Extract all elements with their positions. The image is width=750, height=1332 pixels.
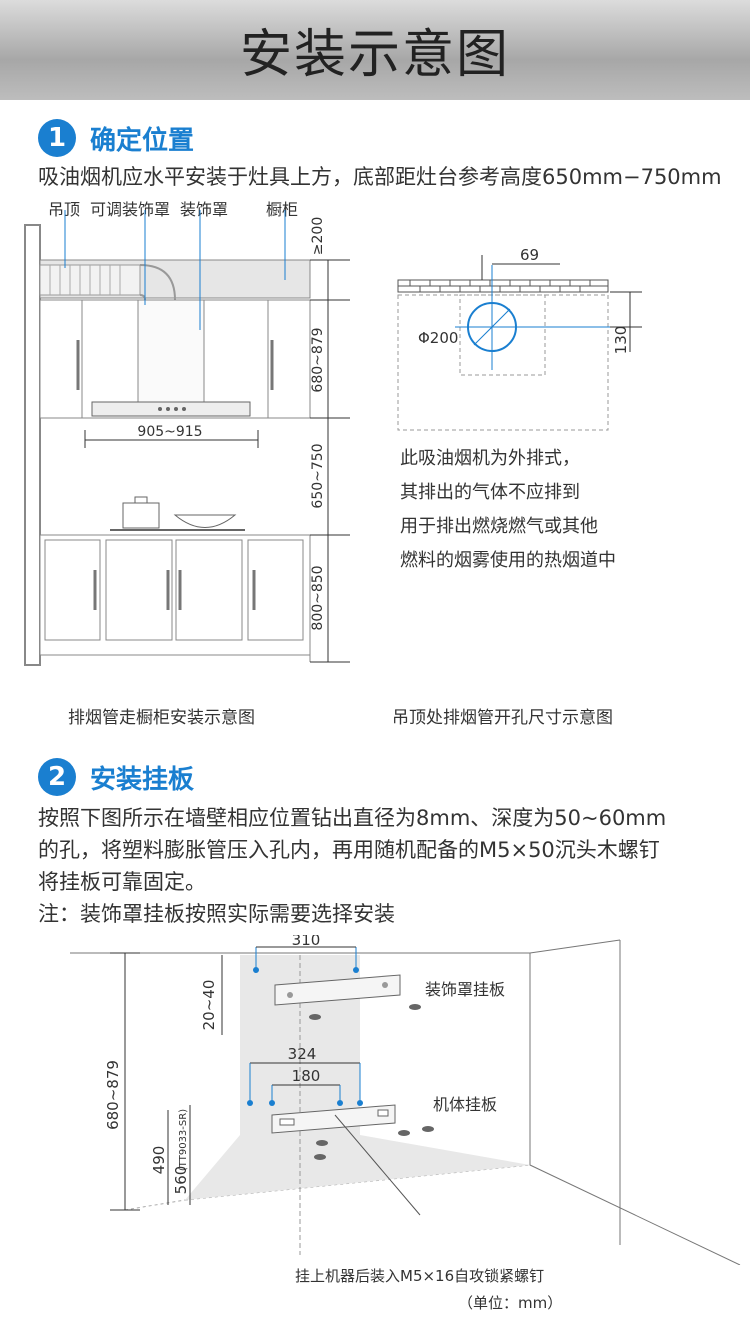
h560-dim: 560 [172,1166,190,1195]
header-banner: 安装示意图 [0,0,750,100]
step2-note: 注：装饰罩挂板按照实际需要选择安装 [38,902,395,926]
top-gap-dim: 20~40 [200,980,218,1031]
step1-title: 确定位置 [90,125,195,156]
note-line-3: 用于排出燃烧燃气或其他 [400,516,598,537]
cabinet-install-diagram: 905~915 ≥200 680~879 650~750 800~850 [24,210,350,666]
wall-plate-diagram: 310 20~40 装饰罩挂板 324 180 机体挂板 680~879 490… [70,935,741,1265]
ceiling-hole-diagram: 69 Φ200 130 [397,246,642,431]
body-plate-bracket [271,1104,396,1134]
step2-title: 安装挂板 [90,764,195,795]
label-adjustable-cover: 可调装饰罩 [90,200,171,219]
label-cover: 装饰罩 [180,200,229,219]
body-plate-label: 机体挂板 [433,1095,497,1114]
hole-offset-dim: 69 [520,246,539,264]
hole-depth-dim: 130 [612,326,630,355]
unit-note: （单位：mm） [458,1294,563,1312]
page-title: 安装示意图 [239,25,510,85]
step2-desc-line-3: 将挂板可靠固定。 [38,870,206,894]
label-ceiling: 吊顶 [48,200,81,219]
note-line-4: 燃料的烟雾使用的热烟道中 [400,550,616,571]
cover-plate-bracket [274,974,401,1006]
step1-heading: 1 确定位置 [38,118,194,158]
cover-plate-label: 装饰罩挂板 [425,980,505,999]
hole-diameter-dim: Φ200 [418,329,458,347]
mid-width-dim: 324 [288,1045,317,1063]
step1-description: 吸油烟机应水平安装于灶具上方，底部距灶台参考高度650mm−750mm [38,165,722,189]
caption-left: 排烟管走橱柜安装示意图 [68,708,255,728]
top-width-dim: 310 [292,935,321,949]
ceiling-gap-dim: ≥200 [310,217,326,255]
h490-dim: 490 [150,1146,168,1175]
step2-heading: 2 安装挂板 [38,757,194,797]
flex-duct [39,264,176,301]
note-line-1: 此吸油烟机为外排式， [400,448,580,469]
step2-number-badge: 2 [38,758,76,796]
hood-height-dim: 680~879 [310,327,326,392]
note-line-2: 其排出的气体不应排到 [400,482,580,503]
caption-right: 吊顶处排烟管开孔尺寸示意图 [392,708,613,728]
total-height-dim: 680~879 [104,1060,122,1130]
inner-width-dim: 180 [292,1067,321,1085]
step2-desc-line-2: 的孔，将塑料膨胀管压入孔内，再用随机配备的M5×50沉头木螺钉 [38,838,660,862]
hood-width-dim: 905~915 [137,424,202,440]
stove-gap-dim: 650~750 [310,443,326,508]
model-dim: (TT9033-SR) [178,1109,189,1171]
cabinet-height-dim: 800~850 [310,565,326,630]
label-cabinet: 橱柜 [266,200,299,219]
screw-note: 挂上机器后装入M5×16自攻锁紧螺钉 [295,1267,545,1285]
step1-number-badge: 1 [38,119,76,157]
step2-desc-line-1: 按照下图所示在墙壁相应位置钻出直径为8mm、深度为50~60mm [38,806,667,830]
